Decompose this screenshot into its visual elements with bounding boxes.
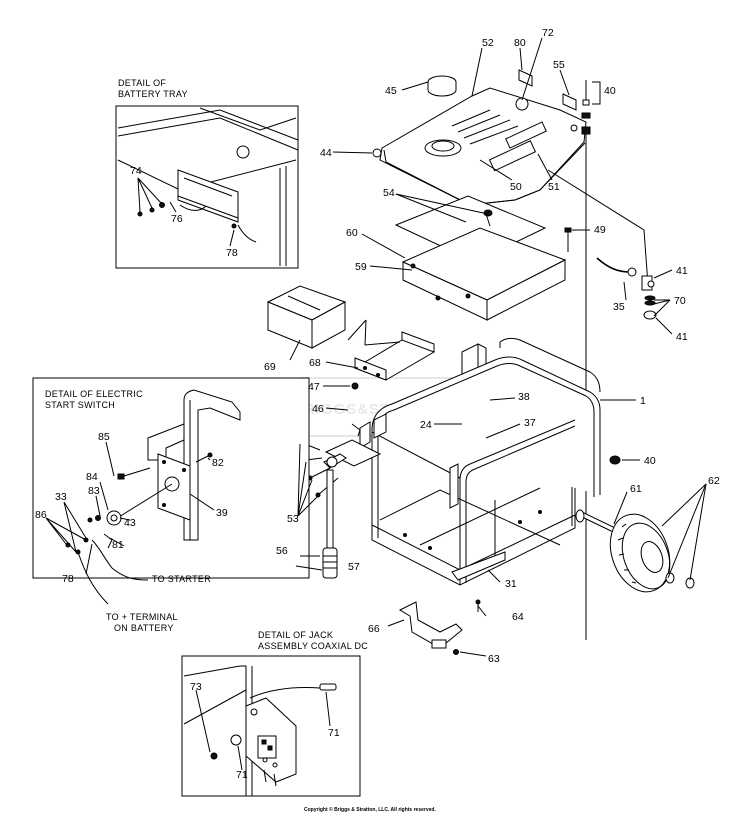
callout-61: 61 [630,483,642,495]
callout-31: 31 [505,578,517,590]
callout-labels: 45 52 80 72 55 40 44 50 51 54 60 59 49 4… [35,27,720,781]
callout-49: 49 [594,224,606,236]
callout-47: 47 [308,381,320,393]
callout-1: 1 [640,395,646,407]
callout-62: 62 [708,475,720,487]
callout-81: 81 [112,539,124,551]
callout-45: 45 [385,85,397,97]
electric-start-caption-2: START SWITCH [45,400,115,410]
detail-battery-tray [115,105,299,269]
battery-tray-caption-2: BATTERY TRAY [118,89,188,99]
callout-76: 76 [171,213,183,225]
callout-83: 83 [88,485,100,497]
callout-41-top: 41 [676,265,688,277]
callout-59: 59 [355,261,367,273]
callout-46: 46 [312,403,324,415]
detail-jack-assembly [181,655,361,797]
callout-33: 33 [55,491,67,503]
callout-69: 69 [264,361,276,373]
callout-71-right: 71 [328,727,340,739]
gas-cap [427,75,457,97]
callout-82: 82 [212,457,224,469]
callout-85: 85 [98,431,110,443]
electric-start-caption-1: DETAIL OF ELECTRIC [45,389,143,399]
to-starter-label: TO STARTER [152,574,211,584]
callout-41-bottom: 41 [676,331,688,343]
leader-lines [45,37,707,771]
callout-78-tray: 78 [226,247,238,259]
callout-80: 80 [514,37,526,49]
callout-64: 64 [512,611,524,623]
callout-51: 51 [548,181,560,193]
callout-24: 24 [420,419,432,431]
callout-78-switch: 78 [62,573,74,585]
callout-40-right: 40 [644,455,656,467]
battery [266,285,347,349]
detail-electric-start [32,377,310,605]
jack-assembly-caption-2: ASSEMBLY COAXIAL DC [258,641,368,651]
callout-56: 56 [276,545,288,557]
to-terminal-label-2: ON BATTERY [114,623,174,633]
callout-43: 43 [124,517,136,529]
tank-bracket [401,227,567,321]
callout-40-top: 40 [604,85,616,97]
battery-tray [353,331,436,381]
jack-assembly-caption-1: DETAIL OF JACK [258,630,333,640]
callout-86: 86 [35,509,47,521]
battery-tray-caption-1: DETAIL OF [118,78,166,88]
callout-55: 55 [553,59,565,71]
wheel [609,513,695,593]
callout-73: 73 [190,681,202,693]
copyright-notice: Copyright © Briggs & Stratton, LLC. All … [304,806,436,813]
callout-50: 50 [510,181,522,193]
fuel-line [547,169,657,320]
handle-fasteners [297,423,382,579]
callout-53: 53 [287,513,299,525]
callout-37: 37 [524,417,536,429]
callout-57: 57 [348,561,360,573]
callout-54: 54 [383,187,395,199]
callout-39: 39 [216,507,228,519]
callout-71-left: 71 [236,769,248,781]
callout-60: 60 [346,227,358,239]
callout-74: 74 [130,165,142,177]
rubber-foot [398,599,481,655]
callout-63: 63 [488,653,500,665]
callout-35: 35 [613,301,625,313]
to-terminal-label-1: TO + TERMINAL [106,612,178,622]
callout-68: 68 [309,357,321,369]
bolt-40-top [581,80,591,640]
callout-66: 66 [368,623,380,635]
label-55 [562,93,577,111]
callout-38: 38 [518,391,530,403]
label-80 [518,69,533,87]
callout-44: 44 [320,147,332,159]
fuel-tank [372,87,587,206]
frame [359,337,601,586]
foot-bracket [451,551,506,581]
nut-40 [609,455,621,465]
callout-52: 52 [482,37,494,49]
nut-47 [351,382,359,390]
callout-70: 70 [674,295,686,307]
callout-84: 84 [86,471,98,483]
callout-72: 72 [542,27,554,39]
